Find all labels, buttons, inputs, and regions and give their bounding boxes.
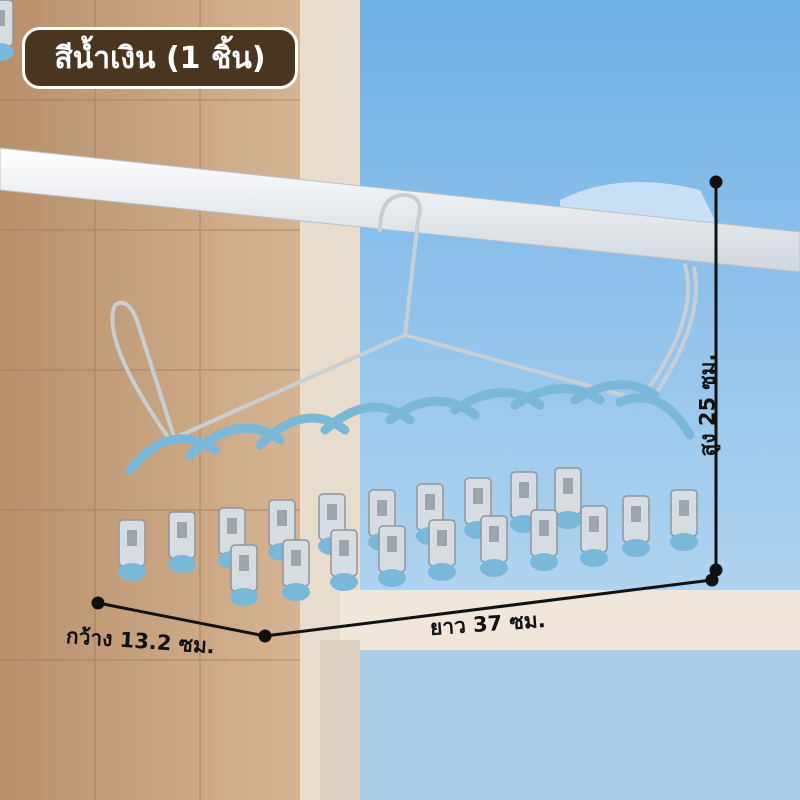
variant-badge: สีน้ำเงิน (1 ชิ้น) — [22, 27, 298, 89]
variant-badge-label: สีน้ำเงิน (1 ชิ้น) — [54, 40, 266, 76]
clips — [0, 0, 14, 61]
height-dimension-label: สูง 25 ซม. — [695, 353, 720, 457]
